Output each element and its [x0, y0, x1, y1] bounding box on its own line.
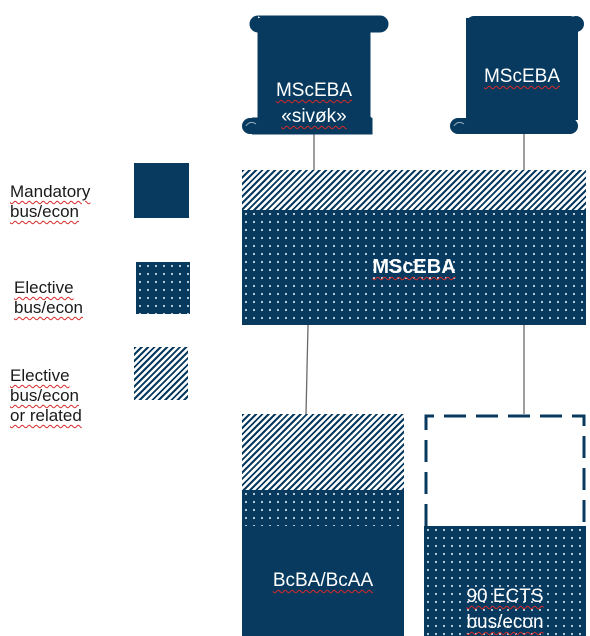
bottom-left-dotted	[242, 490, 404, 526]
legend-swatch-elective	[136, 262, 190, 314]
legend-label-elective-related: Elective bus/econ or related	[10, 366, 82, 425]
bottom-right-dotted	[424, 526, 586, 636]
scroll-shape-left	[242, 15, 389, 135]
bottom-right-dashed-outline	[424, 414, 586, 526]
main-block-dotted	[242, 210, 586, 325]
scroll-label-left: MScEBA «sivøk»	[275, 80, 353, 127]
bottom-left-solid	[242, 526, 404, 636]
main-block-label: MScEBA	[372, 256, 456, 278]
legend-label-elective: Elective bus/econ	[14, 278, 83, 317]
bottom-right-label: 90 ECTS bus/econ	[466, 586, 544, 633]
scroll-shape-right	[450, 16, 584, 134]
legend-label-mandatory: Mandatory bus/econ	[10, 182, 91, 221]
legend-swatch-elective-related	[134, 347, 188, 400]
connector-bottom-left	[305, 324, 309, 415]
main-block-hatched-top	[242, 170, 586, 210]
bottom-left-hatched	[242, 414, 404, 490]
bottom-left-label: BcBA/BcAA	[272, 570, 374, 591]
legend-swatch-mandatory	[134, 163, 189, 218]
scroll-label-right: MScEBA	[483, 66, 561, 87]
